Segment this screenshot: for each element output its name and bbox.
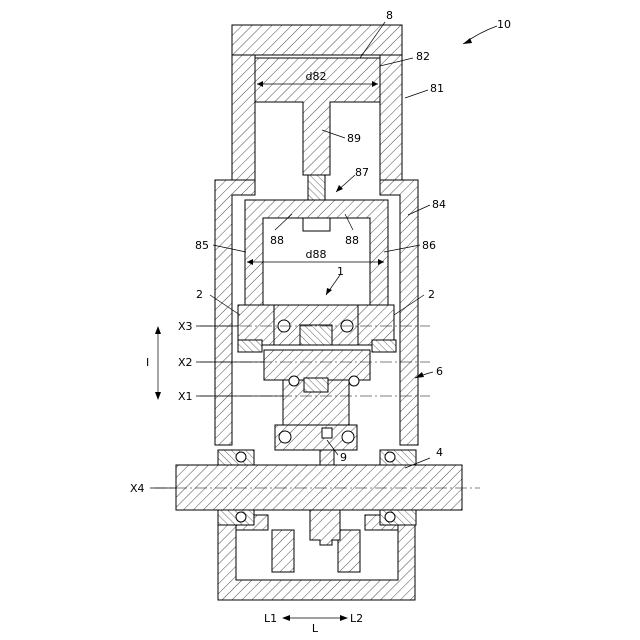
label-x1: X1 [178, 390, 193, 403]
label-89: 89 [347, 132, 361, 145]
label-85: 85 [195, 239, 209, 252]
label-i: I [146, 356, 149, 369]
label-82: 82 [416, 50, 430, 63]
label-81: 81 [430, 82, 444, 95]
label-88-right: 88 [345, 234, 359, 247]
label-l2: L2 [350, 612, 363, 625]
label-9: 9 [340, 451, 347, 464]
label-2-right: 2 [428, 288, 435, 301]
label-x4: X4 [130, 482, 145, 495]
label-86: 86 [422, 239, 436, 252]
gear-group [238, 305, 396, 450]
label-d82: d82 [306, 70, 327, 83]
label-87: 87 [355, 166, 369, 179]
label-d88: d88 [306, 248, 327, 261]
label-x2: X2 [178, 356, 193, 369]
label-10: 10 [497, 18, 511, 31]
label-l: L [312, 622, 319, 635]
label-4: 4 [436, 446, 443, 459]
label-l1: L1 [264, 612, 277, 625]
label-2-left: 2 [196, 288, 203, 301]
label-84: 84 [432, 198, 446, 211]
label-x3: X3 [178, 320, 193, 333]
label-8: 8 [386, 9, 393, 22]
label-1: 1 [337, 265, 344, 278]
label-6: 6 [436, 365, 443, 378]
label-88-left: 88 [270, 234, 284, 247]
